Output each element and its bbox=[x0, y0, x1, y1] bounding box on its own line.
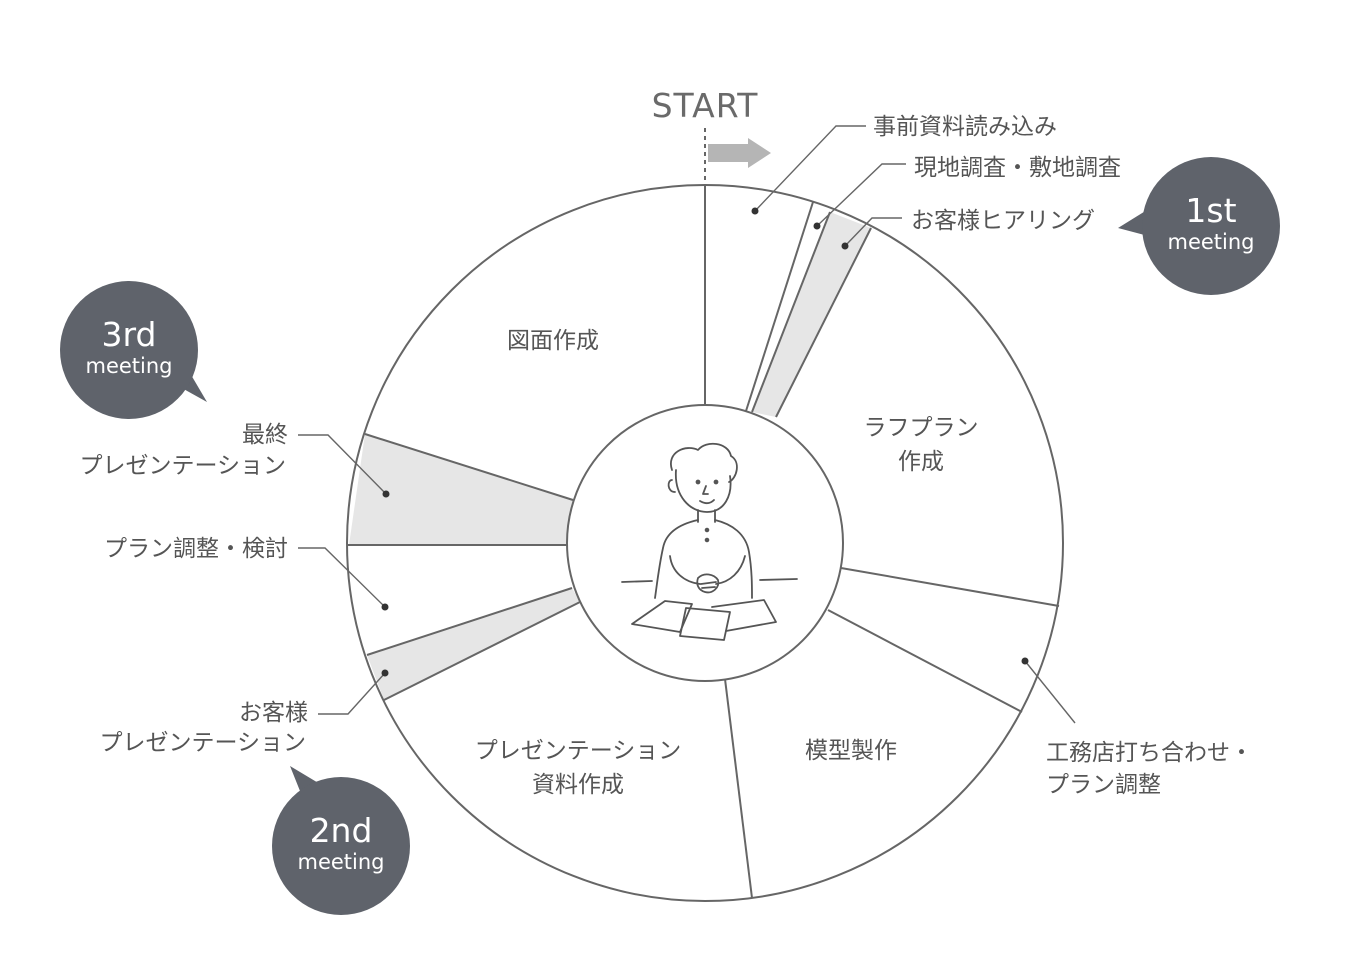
callout-leaders bbox=[298, 125, 1076, 724]
label-rough-plan-2: 作成 bbox=[898, 449, 944, 475]
callout-final-presentation-2: プレゼンテーション bbox=[79, 453, 286, 479]
meeting-3rd-number: 3rd bbox=[102, 315, 157, 354]
sector-final-presentation bbox=[349, 434, 573, 545]
label-presentation-material-1: プレゼンテーション bbox=[475, 738, 682, 764]
callout-contractor-meeting-1: 工務店打ち合わせ・ bbox=[1046, 740, 1253, 766]
label-rough-plan-1: ラフプラン bbox=[864, 415, 979, 441]
callout-plan-review: プラン調整・検討 bbox=[104, 536, 288, 562]
meeting-bubble-3rd: 3rd meeting bbox=[60, 281, 207, 419]
meeting-bubble-1st: 1st meeting bbox=[1118, 157, 1280, 295]
start-marker: START bbox=[652, 86, 771, 186]
start-label: START bbox=[652, 86, 759, 125]
callout-final-presentation-1: 最終 bbox=[242, 422, 288, 448]
callout-contractor-meeting-2: プラン調整 bbox=[1046, 772, 1161, 798]
inner-circle bbox=[566, 404, 844, 682]
callout-client-presentation-2: プレゼンテーション bbox=[99, 730, 306, 756]
meeting-2nd-word: meeting bbox=[297, 850, 384, 874]
start-arrow-icon bbox=[708, 138, 771, 168]
meeting-2nd-number: 2nd bbox=[310, 811, 373, 850]
callout-hearing: お客様ヒアリング bbox=[911, 208, 1095, 234]
label-presentation-material-2: 資料作成 bbox=[532, 772, 624, 798]
label-model: 模型製作 bbox=[805, 738, 897, 764]
callout-site-survey: 現地調査・敷地調査 bbox=[914, 155, 1121, 181]
meeting-3rd-word: meeting bbox=[85, 354, 172, 378]
meeting-1st-number: 1st bbox=[1185, 191, 1236, 230]
person-at-desk-icon bbox=[621, 442, 798, 641]
callout-client-presentation-1: お客様 bbox=[239, 700, 308, 726]
meeting-1st-word: meeting bbox=[1167, 230, 1254, 254]
callout-dots bbox=[381, 207, 1029, 677]
sector-dividers bbox=[347, 185, 1060, 899]
sector-client-presentation bbox=[367, 588, 580, 700]
sector-hearing bbox=[752, 212, 871, 417]
meeting-bubble-2nd: 2nd meeting bbox=[272, 766, 410, 915]
callout-pre-reading: 事前資料読み込み bbox=[873, 114, 1057, 140]
meeting-sectors bbox=[349, 212, 871, 700]
label-drawing: 図面作成 bbox=[507, 328, 599, 354]
